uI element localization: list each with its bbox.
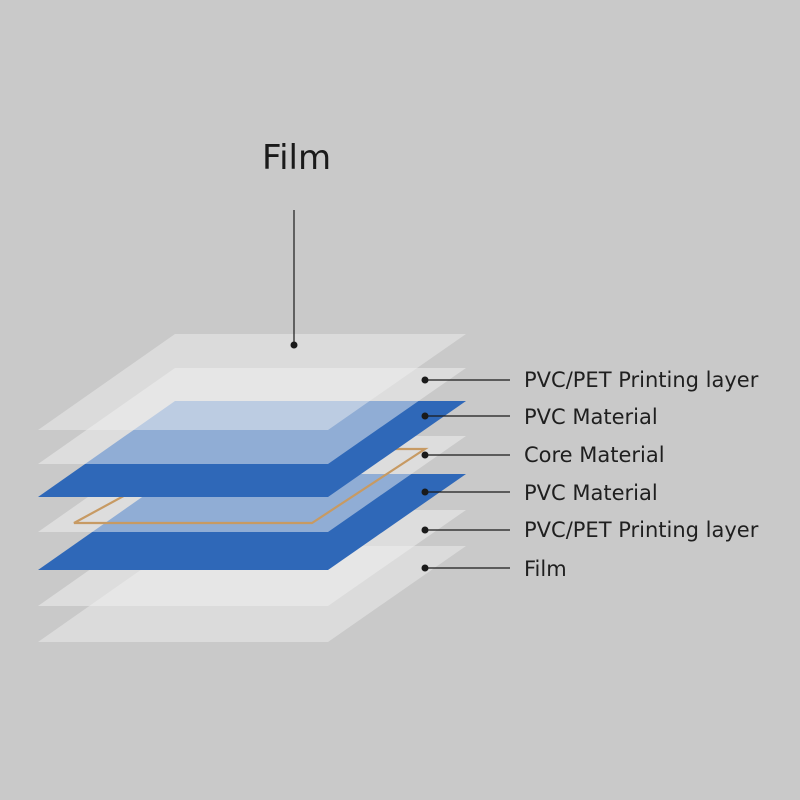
layer-0-film <box>38 334 466 430</box>
layer-label-core: Core Material <box>524 443 665 467</box>
layer-label-printing-top: PVC/PET Printing layer <box>524 368 759 392</box>
layer-label-printing-bottom: PVC/PET Printing layer <box>524 518 759 542</box>
diagram-title: Film <box>262 138 332 178</box>
leader-dot-film-bottom <box>421 564 429 572</box>
leader-dot-pvc-top <box>421 412 429 420</box>
layer-label-film-bottom: Film <box>524 557 567 581</box>
leader-dot-film-top <box>290 341 298 349</box>
layer-1-printing <box>38 368 466 464</box>
leader-dot-pvc-bottom <box>421 488 429 496</box>
leader-dot-printing-top <box>421 376 429 384</box>
layer-label-pvc-bottom: PVC Material <box>524 481 658 505</box>
layer-label-pvc-top: PVC Material <box>524 405 658 429</box>
leader-dot-core <box>421 451 429 459</box>
leader-dot-printing-bottom <box>421 526 429 534</box>
